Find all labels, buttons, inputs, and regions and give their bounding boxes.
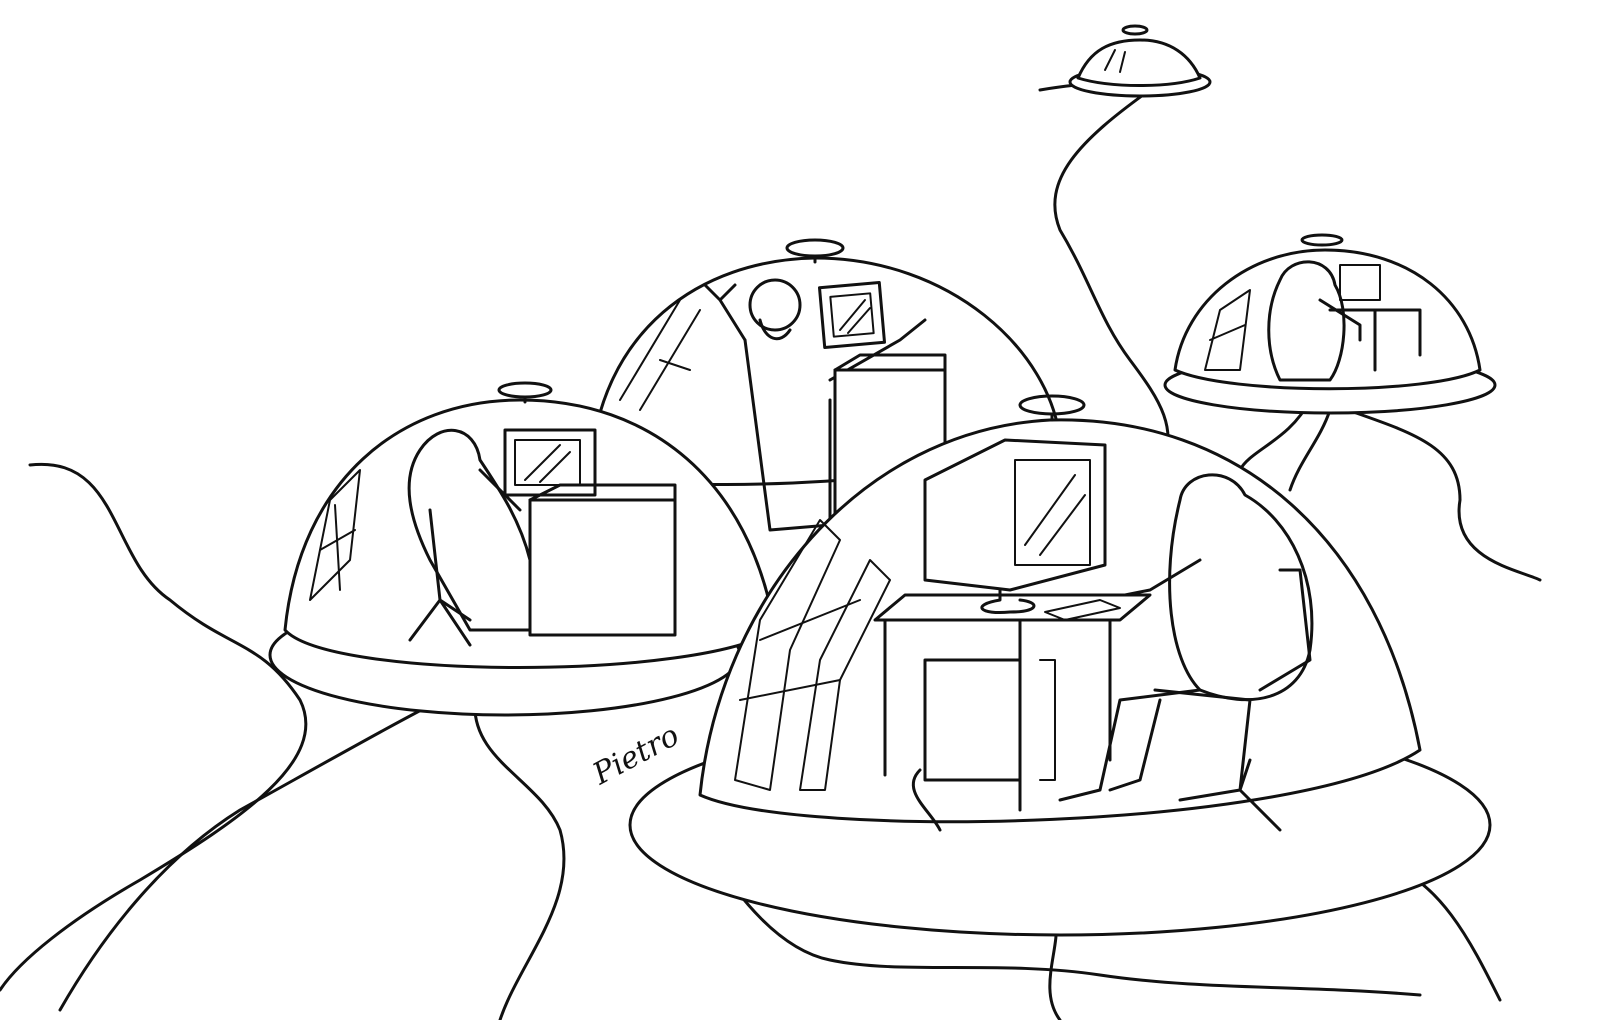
dome-window-left	[309, 469, 361, 601]
dome-front	[628, 394, 1492, 937]
dome-flying	[1068, 24, 1212, 98]
dome-right	[1163, 233, 1497, 415]
desk-front	[873, 593, 1152, 812]
dome-window-front	[734, 519, 891, 791]
seated-person-left	[407, 428, 542, 647]
dome-left	[268, 381, 777, 717]
seated-person-right	[1267, 260, 1422, 382]
seated-person-front	[1058, 473, 1314, 832]
computer-left	[503, 428, 677, 637]
computer-front	[923, 438, 1121, 621]
excited-person	[703, 278, 927, 532]
